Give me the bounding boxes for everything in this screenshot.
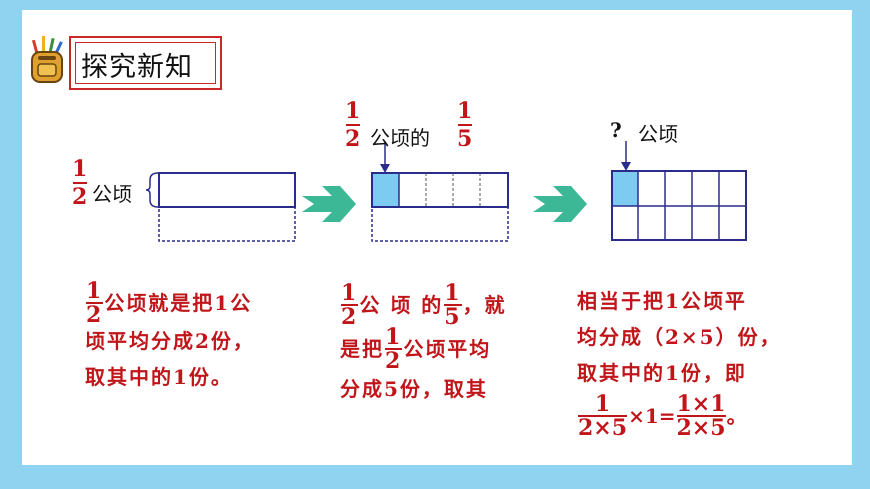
shaded-cell-2 bbox=[372, 173, 399, 207]
text2-line3: 分成5份，取其 bbox=[340, 377, 488, 401]
title-box: 探究新知 bbox=[69, 36, 222, 90]
text2-line2b: 公顷平均 bbox=[403, 337, 492, 361]
text1-line1: 公顷就是把1公 bbox=[104, 291, 253, 315]
text3-line1: 相当于把1公顷平 bbox=[577, 289, 747, 313]
right-arrow-1 bbox=[302, 186, 356, 222]
title-inner-border bbox=[75, 42, 216, 84]
unit-label-1: 公顷 bbox=[92, 182, 132, 206]
text3-end: 。 bbox=[726, 404, 747, 428]
right-arrow-2 bbox=[533, 186, 587, 222]
page-title: 探究新知 bbox=[81, 52, 193, 83]
label-2-mid: 公顷的 bbox=[370, 126, 430, 150]
text1-line3: 取其中的1份。 bbox=[85, 365, 233, 389]
text3-line2: 均分成（2×5）份， bbox=[577, 325, 782, 349]
backpack-icon bbox=[31, 36, 63, 83]
brace-icon bbox=[145, 172, 159, 208]
text1-line2: 顷平均分成2份， bbox=[85, 329, 255, 353]
question-mark: ? bbox=[610, 118, 622, 142]
shaded-cell-3 bbox=[612, 171, 638, 206]
text3-line3: 取其中的1份，即 bbox=[577, 361, 747, 385]
unit-label-3: 公顷 bbox=[638, 122, 678, 146]
other-half-rect-2 bbox=[371, 206, 509, 242]
half-hectare-rect bbox=[158, 172, 296, 208]
text2-mid: 公 顷 的 bbox=[359, 293, 444, 317]
other-half-rect bbox=[158, 206, 296, 242]
text3-times: ×1= bbox=[628, 404, 676, 428]
text2-line2a: 是把 bbox=[340, 337, 384, 361]
text2-tail: ，就 bbox=[462, 293, 507, 317]
